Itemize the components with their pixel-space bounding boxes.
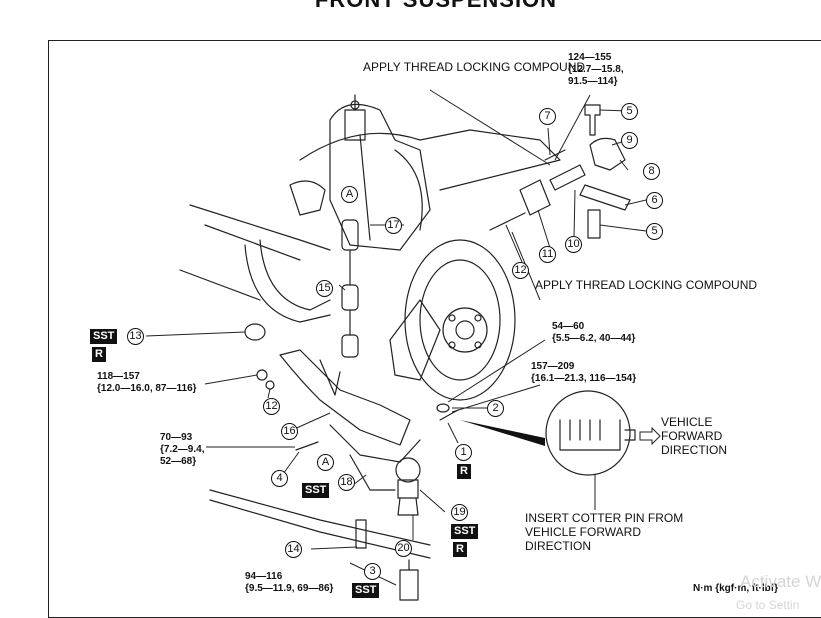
callout-3: 3 bbox=[364, 563, 381, 580]
callout-13: 13 bbox=[127, 328, 144, 345]
callout-15: 15 bbox=[316, 280, 333, 297]
page-title: FRONT SUSPENSION bbox=[0, 0, 821, 13]
note-apply-thread-top: APPLY THREAD LOCKING COMPOUND bbox=[363, 60, 586, 74]
callout-14: 14 bbox=[285, 541, 302, 558]
sst-badge-19: SST bbox=[451, 524, 479, 539]
callout-17: 17 bbox=[385, 217, 402, 234]
note-vehicle-forward: VEHICLE FORWARD DIRECTION bbox=[661, 415, 727, 457]
callout-19: 19 bbox=[451, 504, 468, 521]
callout-16: 16 bbox=[281, 423, 298, 440]
callout-9: 9 bbox=[621, 132, 638, 149]
sst-badge-18: SST bbox=[302, 483, 330, 498]
callout-5-bottom: 5 bbox=[646, 223, 663, 240]
callout-A-lower: A bbox=[317, 454, 334, 471]
callout-6: 6 bbox=[646, 192, 663, 209]
torque-118-157: 118—157{12.0—16.0, 87—116} bbox=[97, 371, 197, 394]
callout-1: 1 bbox=[455, 444, 472, 461]
callout-5-top: 5 bbox=[621, 103, 638, 120]
callout-12-right: 12 bbox=[512, 262, 529, 279]
torque-94-116: 94—116{9.5—11.9, 69—86} bbox=[245, 571, 334, 594]
sst-badge-13: SST bbox=[90, 329, 118, 344]
torque-157-209: 157—209{16.1—21.3, 116—154} bbox=[531, 361, 637, 384]
watermark-line2: Go to Settin bbox=[736, 598, 800, 612]
torque-70-93: 70—93{7.2—9.4,52—68} bbox=[160, 432, 205, 467]
torque-54-60: 54—60{5.5—6.2, 40—44} bbox=[552, 321, 636, 344]
callout-18: 18 bbox=[338, 474, 355, 491]
callout-20: 20 bbox=[395, 540, 412, 557]
r-badge-1: R bbox=[457, 464, 471, 479]
note-insert-cotter-pin: INSERT COTTER PIN FROM VEHICLE FORWARD D… bbox=[525, 511, 684, 553]
callout-12-left: 12 bbox=[263, 398, 280, 415]
callout-8: 8 bbox=[643, 163, 660, 180]
r-badge-13: R bbox=[92, 347, 106, 362]
callout-11: 11 bbox=[539, 246, 556, 263]
r-badge-19: R bbox=[453, 542, 467, 557]
callout-4: 4 bbox=[271, 470, 288, 487]
note-apply-thread-mid: APPLY THREAD LOCKING COMPOUND bbox=[535, 278, 758, 292]
sst-badge-3: SST bbox=[352, 583, 380, 598]
watermark-line1: Activate W bbox=[740, 572, 821, 591]
callout-7: 7 bbox=[539, 108, 556, 125]
units-note: N·m {kgf·m, ft·lbf} bbox=[693, 583, 778, 594]
callout-A-upper: A bbox=[341, 186, 358, 203]
callout-10: 10 bbox=[565, 236, 582, 253]
torque-124-155: 124—155{12.7—15.8,91.5—114} bbox=[568, 52, 624, 87]
callout-2: 2 bbox=[487, 400, 504, 417]
